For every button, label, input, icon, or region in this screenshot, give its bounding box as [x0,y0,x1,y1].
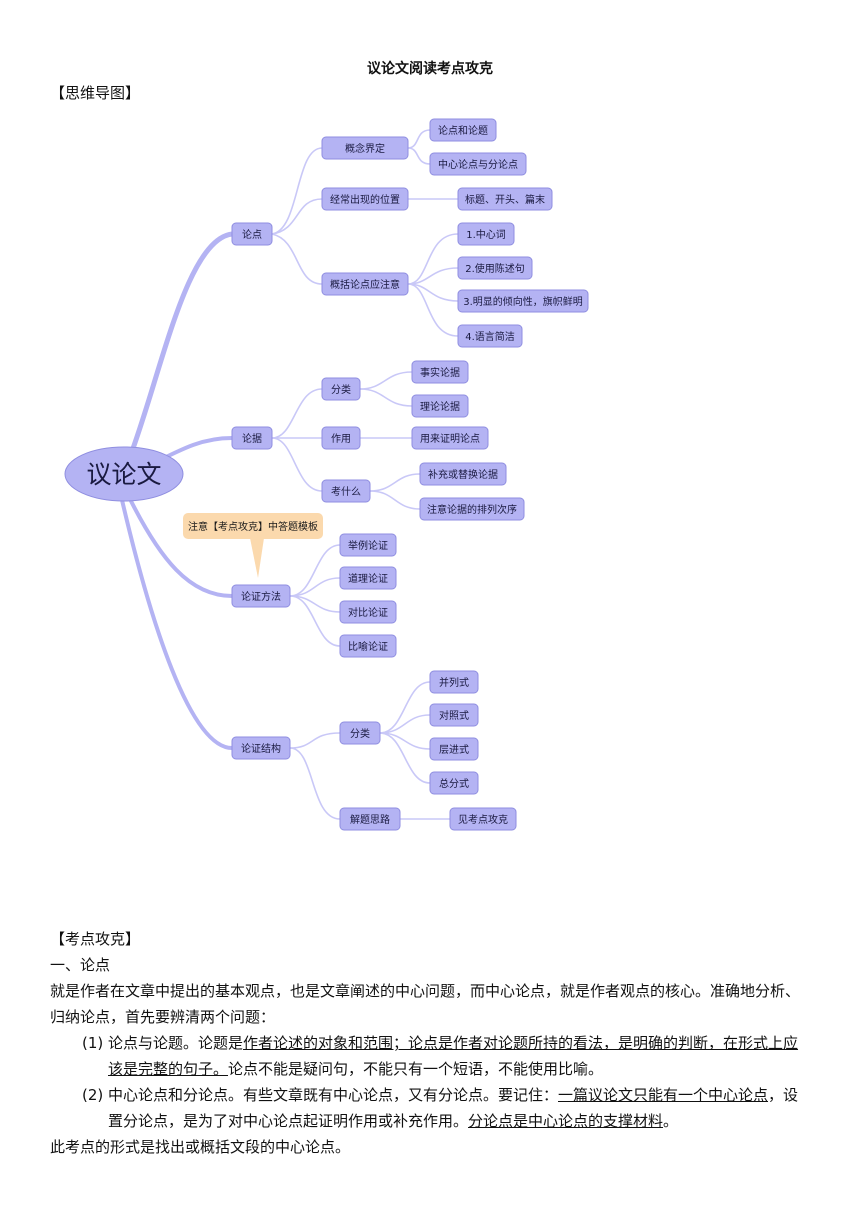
node-jl: 举例论证 [339,533,397,557]
closing-paragraph: 此考点的形式是找出或概括文段的中心论点。 [50,1138,351,1156]
item1-text: 论点与论题。论题是作者论述的对象和范围；论点是作者对论题所持的看法，是明确的判断… [108,1034,799,1078]
node-gaikuo: 概括论点应注意 [321,272,409,296]
svg-text:比喻论证: 比喻论证 [348,640,388,653]
section-heading-kaodian: 【考点攻克】 [50,930,141,948]
svg-text:3.明显的倾向性，旗帜鲜明: 3.明显的倾向性，旗帜鲜明 [463,295,583,308]
svg-text:理论论据: 理论论据 [420,400,460,413]
svg-text:论点和论题: 论点和论题 [438,124,488,137]
svg-text:概念界定: 概念界定 [345,142,385,155]
svg-text:用来证明论点: 用来证明论点 [420,432,480,445]
svg-text:2.使用陈述句: 2.使用陈述句 [465,262,525,275]
svg-text:注意【考点攻克】中答题模板: 注意【考点攻克】中答题模板 [188,520,318,533]
page-title: 议论文阅读考点攻克 [367,61,493,77]
node-zf: 总分式 [429,771,479,795]
node-buchong: 补充或替换论据 [419,462,507,486]
note-callout: 注意【考点攻克】中答题模板 [183,513,323,578]
svg-text:议论文: 议论文 [86,460,161,489]
svg-text:标题、开头、篇末: 标题、开头、篇末 [465,193,545,206]
svg-text:考什么: 考什么 [331,486,361,498]
svg-text:道理论证: 道理论证 [348,572,388,585]
node-kaoshenme: 考什么 [321,479,371,503]
node-shishi: 事实论据 [411,360,469,384]
node-db: 对比论证 [339,600,397,624]
node-lunju: 论据 [231,426,273,450]
node-jiegou: 论证结构 [231,736,291,760]
part-title-lundian: 一、论点 [50,956,111,974]
node-weizhi: 经常出现的位置 [321,187,409,211]
item1-number: (1) [82,1034,104,1052]
svg-text:分类: 分类 [331,383,351,396]
node-biaoti: 标题、开头、篇末 [457,187,553,211]
node-lzff: 论证方法 [231,584,291,608]
svg-text:论证结构: 论证结构 [241,742,281,755]
svg-text:举例论证: 举例论证 [348,539,388,552]
svg-text:补充或替换论据: 补充或替换论据 [428,468,498,481]
node-gainian: 概念界定 [321,136,409,160]
svg-text:层进式: 层进式 [439,743,469,756]
svg-text:4.语言简洁: 4.语言简洁 [465,330,515,343]
intro-paragraph: 就是作者在文章中提出的基本观点，也是文章阐述的中心问题，而中心论点，就是作者观点… [50,982,801,1026]
node-pailie: 注意论据的排列次序 [419,497,525,521]
node-fenlei2: 分类 [339,721,381,745]
node-by: 比喻论证 [339,634,397,658]
node-daoli: 理论论据 [411,394,469,418]
node-dl: 道理论证 [339,566,397,590]
svg-text:论证方法: 论证方法 [241,590,281,603]
svg-text:1.中心词: 1.中心词 [466,228,506,241]
item2-number: (2) [82,1086,104,1104]
node-jkd: 见考点攻克 [449,807,517,831]
node-ldhlt: 论点和论题 [429,118,497,142]
svg-text:对比论证: 对比论证 [348,606,388,619]
node-g3: 3.明显的倾向性，旗帜鲜明 [457,289,589,313]
svg-text:事实论据: 事实论据 [420,366,460,379]
svg-text:分类: 分类 [350,727,370,740]
node-dz: 对照式 [429,703,479,727]
svg-text:解题思路: 解题思路 [350,813,390,826]
item2-text: 中心论点和分论点。有些文章既有中心论点，又有分论点。要记住：一篇议论文只能有一个… [108,1086,799,1130]
svg-text:经常出现的位置: 经常出现的位置 [330,193,400,206]
node-fenlei: 分类 [321,377,361,401]
node-g1: 1.中心词 [457,222,515,246]
svg-text:对照式: 对照式 [439,709,469,722]
node-zuoyong: 作用 [321,426,361,450]
svg-text:并列式: 并列式 [439,676,469,689]
svg-text:论据: 论据 [242,432,262,445]
svg-text:作用: 作用 [331,433,351,445]
node-zxfld: 中心论点与分论点 [429,152,527,176]
svg-text:见考点攻克: 见考点攻克 [458,813,508,826]
node-g4: 4.语言简洁 [457,324,523,348]
node-yonglai: 用来证明论点 [411,426,489,450]
node-g2: 2.使用陈述句 [457,256,533,280]
svg-text:中心论点与分论点: 中心论点与分论点 [438,158,518,171]
svg-text:注意论据的排列次序: 注意论据的排列次序 [427,503,517,516]
node-bl: 并列式 [429,670,479,694]
svg-text:概括论点应注意: 概括论点应注意 [330,278,400,291]
section-heading-mindmap: 【思维导图】 [50,84,141,102]
root-node: 议论文 [64,446,184,502]
svg-text:总分式: 总分式 [439,777,469,790]
node-cj: 层进式 [429,737,479,761]
node-lundian: 论点 [231,222,273,246]
mind-map: 议论文 注意【考点攻克】中答题模板 论点 概念界定 论点和论题 中心论点与分论点… [64,118,589,831]
svg-text:论点: 论点 [242,228,262,241]
node-jtsl: 解题思路 [339,807,401,831]
